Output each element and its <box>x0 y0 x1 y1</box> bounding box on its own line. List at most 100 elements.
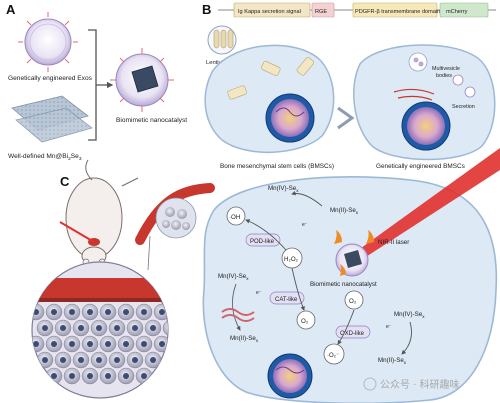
h2o2-label: H₂O₂ <box>284 256 299 263</box>
electron-label-1: e⁻ <box>256 290 262 296</box>
tumor-cells <box>32 303 174 385</box>
mn-ii-se-right: Mn(II)-Sex <box>378 357 407 365</box>
laser-nanocatalyst-icon <box>334 230 374 277</box>
wechat-icon <box>363 377 377 391</box>
mn-iv-se-left: Mn(IV)-Sex <box>218 273 249 281</box>
electron-label-2: e⁻ <box>386 324 392 330</box>
mouse-icon <box>65 159 123 266</box>
tumor-cell-nucleus <box>60 357 66 363</box>
mn-ii-se-left: Mn(II)-Sex <box>230 335 259 343</box>
oxd-like-label: OXD-like <box>340 331 365 337</box>
secretion-label: Secretion <box>452 104 475 110</box>
pod-like-badge <box>245 233 281 247</box>
cat-like-badge <box>269 291 305 305</box>
panel-label-c: C <box>60 174 70 189</box>
exos-label: Genetically engineered Exos <box>8 75 93 82</box>
watermark: 公众号 · 科研趣味 <box>363 377 460 391</box>
blood-vessel-icon <box>135 183 215 245</box>
arrow-o2-superoxide <box>337 309 355 345</box>
nanocatalyst-c-label: Biomimetic nanocatalyst <box>310 281 377 288</box>
arrow-left-cycle <box>232 283 241 331</box>
arrow-h2o2-o2 <box>291 267 305 311</box>
mn-iv-se-right: Mn(IV)-Sex <box>394 311 425 319</box>
tumor-cell-nucleus <box>114 325 120 331</box>
tumor-cell-nucleus <box>42 325 48 331</box>
tumor-cell-nucleus <box>105 373 111 379</box>
tumor-cell-nucleus <box>159 309 165 315</box>
tumor-cell-nucleus <box>96 325 102 331</box>
watermark-text: 公众号 · 科研趣味 <box>380 378 460 391</box>
tumor-cell-nucleus <box>159 341 165 347</box>
mouse-laser-beam <box>59 221 95 243</box>
mn-bi2se3-sheet-icon <box>11 95 93 143</box>
arrow-right-cycle <box>401 321 413 355</box>
multivesicle-label-2: bodies <box>436 73 452 79</box>
gene-construct-bar <box>218 2 496 18</box>
tumor-cell-nucleus <box>51 373 57 379</box>
construct-label-4: mCherry <box>446 9 468 15</box>
tumor-cell-nucleus <box>42 357 48 363</box>
tumor-cell-nucleus <box>87 309 93 315</box>
oh-label: ·OH <box>229 214 240 221</box>
engineered-bmsc-label: Genetically engineered BMSCs <box>376 163 465 170</box>
lentivirus-bubble <box>207 25 237 55</box>
nir-label: NIR-II laser <box>378 239 409 246</box>
mn-bi2se3-label: Well-defined Mn@Bi2Se3 <box>8 153 82 162</box>
tumor-cell-nucleus <box>123 373 129 379</box>
tumor-cell-nucleus <box>150 325 156 331</box>
o2-center-icon <box>296 310 316 330</box>
genetically-engineered-exo-icon <box>18 12 78 72</box>
superoxide-icon <box>323 343 345 365</box>
tumor-cell-nucleus <box>168 325 174 331</box>
tumor-cell-nucleus <box>33 341 39 347</box>
electron-label-3: e⁻ <box>302 222 308 228</box>
cat-like-label: CAT-like <box>275 297 298 303</box>
bmsc-label: Bone mesenchymal stem cells (BMSCs) <box>220 163 334 170</box>
tumor-cell-nucleus <box>87 373 93 379</box>
biomimetic-nanocatalyst-icon <box>110 48 174 112</box>
tumor-cell-nucleus <box>96 357 102 363</box>
mn-ii-se-top: Mn(II)-Sex <box>330 207 359 215</box>
tumor-cell-nucleus <box>60 325 66 331</box>
tumor-cell-nucleus <box>150 357 156 363</box>
arrow-top <box>291 190 323 207</box>
tumor-cell-nucleus <box>69 341 75 347</box>
tumor-cell-nucleus <box>51 341 57 347</box>
tumor-cell-large <box>202 176 498 403</box>
arrow-h2o2-oh <box>245 219 287 251</box>
tumor-cell-nucleus <box>141 373 147 379</box>
tumor-cell-nucleus <box>78 357 84 363</box>
tumor-cell <box>32 367 45 385</box>
tumor-cell-nucleus <box>132 357 138 363</box>
tumor-cell-nucleus <box>87 341 93 347</box>
tumor-cell-nucleus <box>141 309 147 315</box>
tumor-cell <box>162 351 168 369</box>
tumor-cell-nucleus <box>33 373 39 379</box>
construct-label-2: RGE <box>315 9 327 15</box>
o2-right-icon <box>344 290 364 310</box>
tumor-cell-nucleus <box>105 341 111 347</box>
panel-label-b: B <box>202 2 211 17</box>
panel-label-a: A <box>6 2 16 17</box>
tumor-cell-nucleus <box>51 309 57 315</box>
tumor-cell-nucleus <box>105 309 111 315</box>
nir-laser-beam <box>350 148 500 262</box>
nanocatalyst-label: Biomimetic nanocatalyst <box>116 117 187 124</box>
mitochondria-icon <box>221 308 255 322</box>
tumor-cell-nucleus <box>123 309 129 315</box>
bmsc-cell <box>204 44 335 154</box>
tumor-cell-nucleus <box>69 373 75 379</box>
o2-right-label: O₂ <box>349 298 357 305</box>
tumor-cell <box>153 367 168 385</box>
tumor-cell <box>162 319 168 337</box>
oxd-like-badge <box>335 325 371 339</box>
tumor-cell-nucleus <box>78 325 84 331</box>
superoxide-label: ·O₂⁻ <box>327 353 339 359</box>
mn-iv-se-top: Mn(IV)-Sex <box>268 185 299 193</box>
tumor-cell-nucleus <box>159 373 165 379</box>
tumor-cell-nucleus <box>132 325 138 331</box>
tumor-nucleus-icon <box>267 353 313 399</box>
hydroxyl-radical-icon <box>226 206 246 226</box>
merge-bracket <box>88 29 104 141</box>
construct-rge <box>311 2 335 18</box>
